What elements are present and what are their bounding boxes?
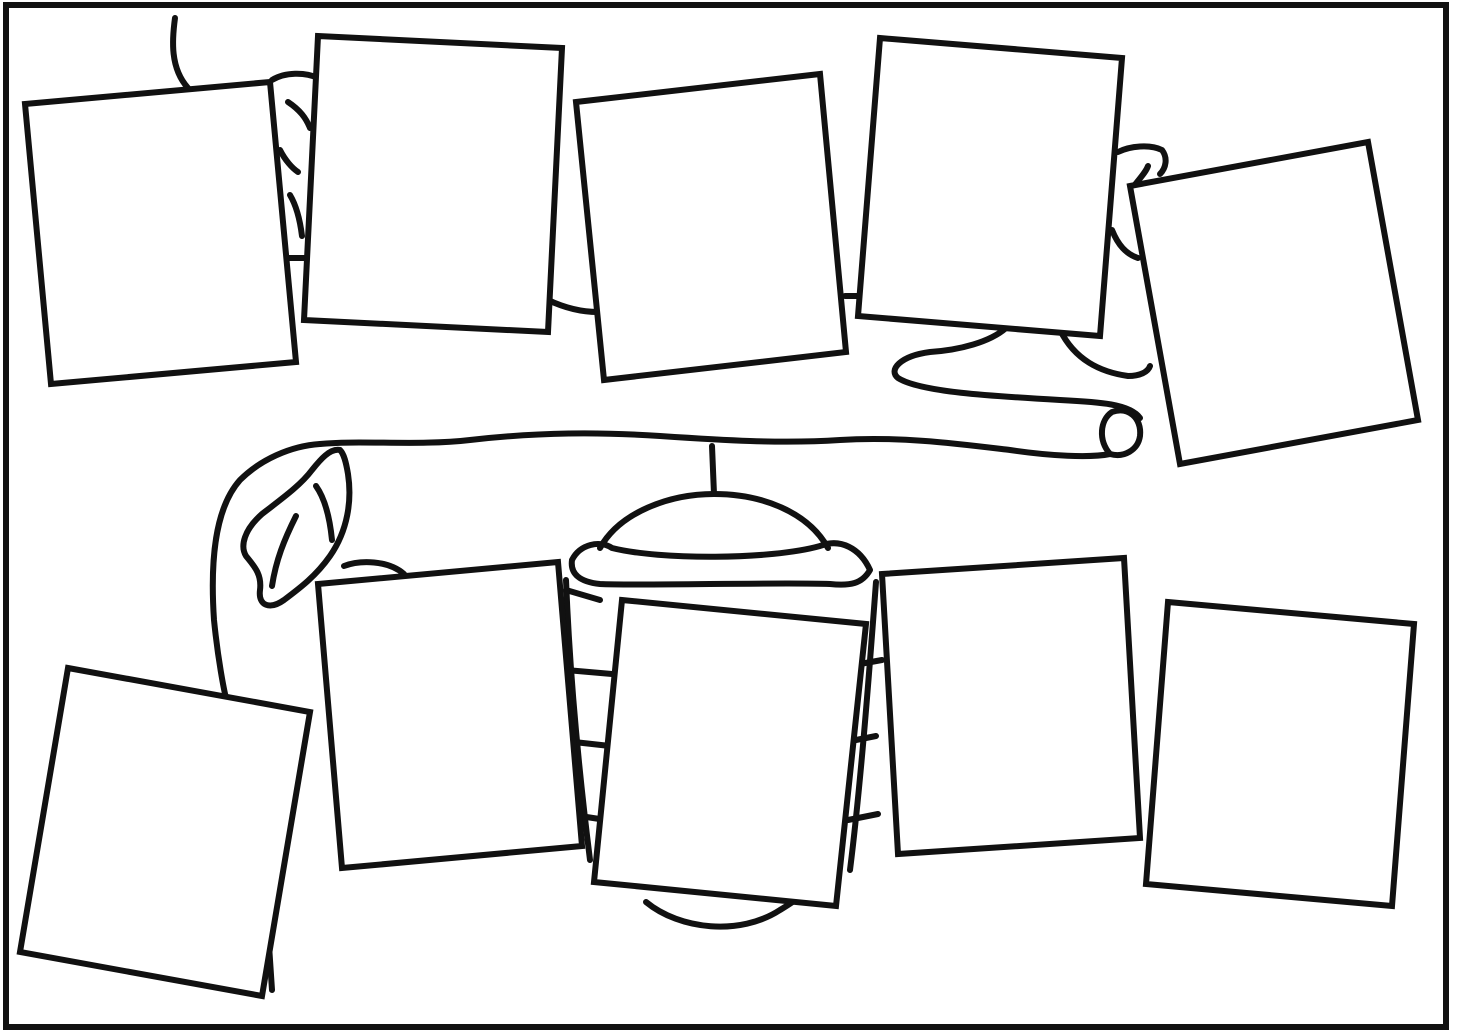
blank-card-9[interactable] [882,558,1140,854]
blank-card-2[interactable] [304,36,562,332]
blank-card-5[interactable] [1130,142,1418,464]
blank-card-7[interactable] [318,562,582,868]
blank-card-3[interactable] [576,74,846,380]
cocoon-thread [712,446,714,494]
blank-card-1[interactable] [25,82,296,384]
blank-card-6[interactable] [20,668,310,996]
blank-card-10[interactable] [1146,602,1414,906]
blank-card-8[interactable] [594,600,866,906]
blank-card-4[interactable] [858,38,1122,336]
